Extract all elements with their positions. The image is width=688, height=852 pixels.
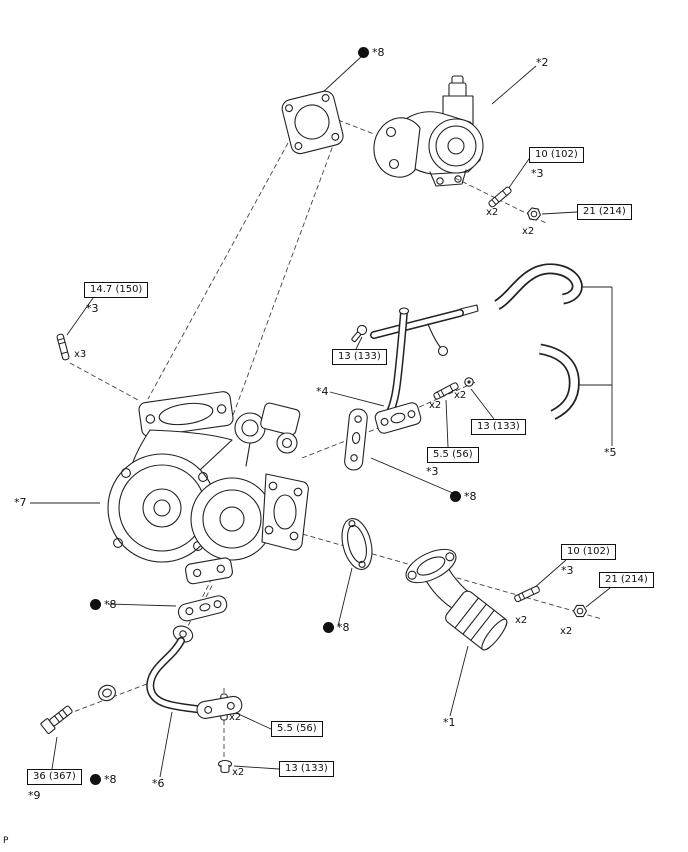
part-label-3a: *3 (531, 167, 544, 180)
torque-spec-bypass-bolt: 13 (133) (332, 349, 387, 365)
torque-spec-turbo-mount-stud: 14.7 (150) (84, 282, 149, 298)
part-label-8e: *8 (104, 773, 117, 786)
part-label-3b: *3 (86, 302, 99, 315)
water-bypass-pipe-art (370, 304, 479, 434)
oil-pipe-art (146, 625, 243, 719)
part-label-9: *9 (28, 789, 41, 802)
torque-spec-water-outlet-stud: 10 (102) (529, 147, 584, 163)
nut-lower-art (572, 604, 588, 618)
qty-label-stud-top: x2 (486, 207, 499, 218)
leader-lines (30, 55, 613, 778)
part-label-8b: *8 (464, 490, 477, 503)
outlet-pipe-gasket-art (341, 517, 373, 571)
qty-label-pin-mid: x2 (454, 390, 467, 401)
nut-top-art (526, 206, 542, 222)
washer-art (98, 684, 116, 702)
pin-bolt-art (464, 377, 474, 387)
part-label-8d: *8 (337, 621, 350, 634)
qty-label-nut-lower: x2 (560, 626, 573, 637)
stud-bolt-left-art (55, 333, 71, 361)
oil-pipe-gasket-art (177, 595, 228, 622)
part-label-6: *6 (152, 777, 165, 790)
torque-spec-bypass-stud: 5.5 (56) (427, 447, 479, 463)
turbo-outlet-pipe-art (405, 548, 508, 651)
part-label-1: *1 (443, 716, 456, 729)
qty-label-stud-mid: x2 (429, 400, 442, 411)
part-label-2: *2 (536, 56, 549, 69)
filled-circle-icon (450, 491, 461, 502)
gasket-marker-top: *8 (358, 46, 385, 59)
part-label-5: *5 (604, 446, 617, 459)
torque-spec-oil-pipe-plug: 13 (133) (279, 761, 334, 777)
plug-bolt-art (217, 759, 233, 774)
torque-spec-bypass-pipe-bolt: 13 (133) (471, 419, 526, 435)
part-label-3c: *3 (426, 465, 439, 478)
part-label-8a: *8 (372, 46, 385, 59)
alignment-dashed-lines (59, 119, 603, 758)
gasket-marker-bottom: *8 (90, 773, 117, 786)
torque-spec-outlet-elbow-nut: 21 (214) (599, 572, 654, 588)
qty-label-stud-left: x3 (74, 349, 87, 360)
qty-label-stud-lower: x2 (515, 615, 528, 626)
part-label-4: *4 (316, 385, 329, 398)
part-label-3d: *3 (561, 564, 574, 577)
torque-spec-water-outlet-nut: 21 (214) (577, 204, 632, 220)
filled-circle-icon (90, 599, 101, 610)
stud-bolt-lower-art (513, 585, 541, 603)
water-outlet-gasket-art (281, 90, 344, 155)
bypass-pipe-gasket-art (344, 408, 368, 471)
gasket-marker-mid: *8 (450, 490, 477, 503)
water-hose-upper-art (493, 263, 583, 310)
part-label-7: *7 (14, 496, 27, 509)
union-bolt-art (40, 705, 73, 734)
turbocharger-art (107, 391, 309, 585)
gasket-marker-lower: *8 (323, 621, 350, 634)
water-hose-lower-art (538, 343, 580, 420)
bolt-mid-art (351, 324, 368, 343)
part-label-8c: *8 (104, 598, 117, 611)
qty-label-stud-bottom: x2 (229, 712, 242, 723)
page-corner-mark: P (3, 836, 9, 846)
water-outlet-pipe-art (373, 75, 484, 187)
filled-circle-icon (323, 622, 334, 633)
torque-spec-outlet-elbow-stud: 10 (102) (561, 544, 616, 560)
torque-spec-oil-pipe-stud: 5.5 (56) (271, 721, 323, 737)
qty-label-plug-bottom: x2 (232, 767, 245, 778)
filled-circle-icon (358, 47, 369, 58)
gasket-marker-left: *8 (90, 598, 117, 611)
filled-circle-icon (90, 774, 101, 785)
qty-label-nut-top: x2 (522, 226, 535, 237)
torque-spec-union-bolt: 36 (367) (27, 769, 82, 785)
